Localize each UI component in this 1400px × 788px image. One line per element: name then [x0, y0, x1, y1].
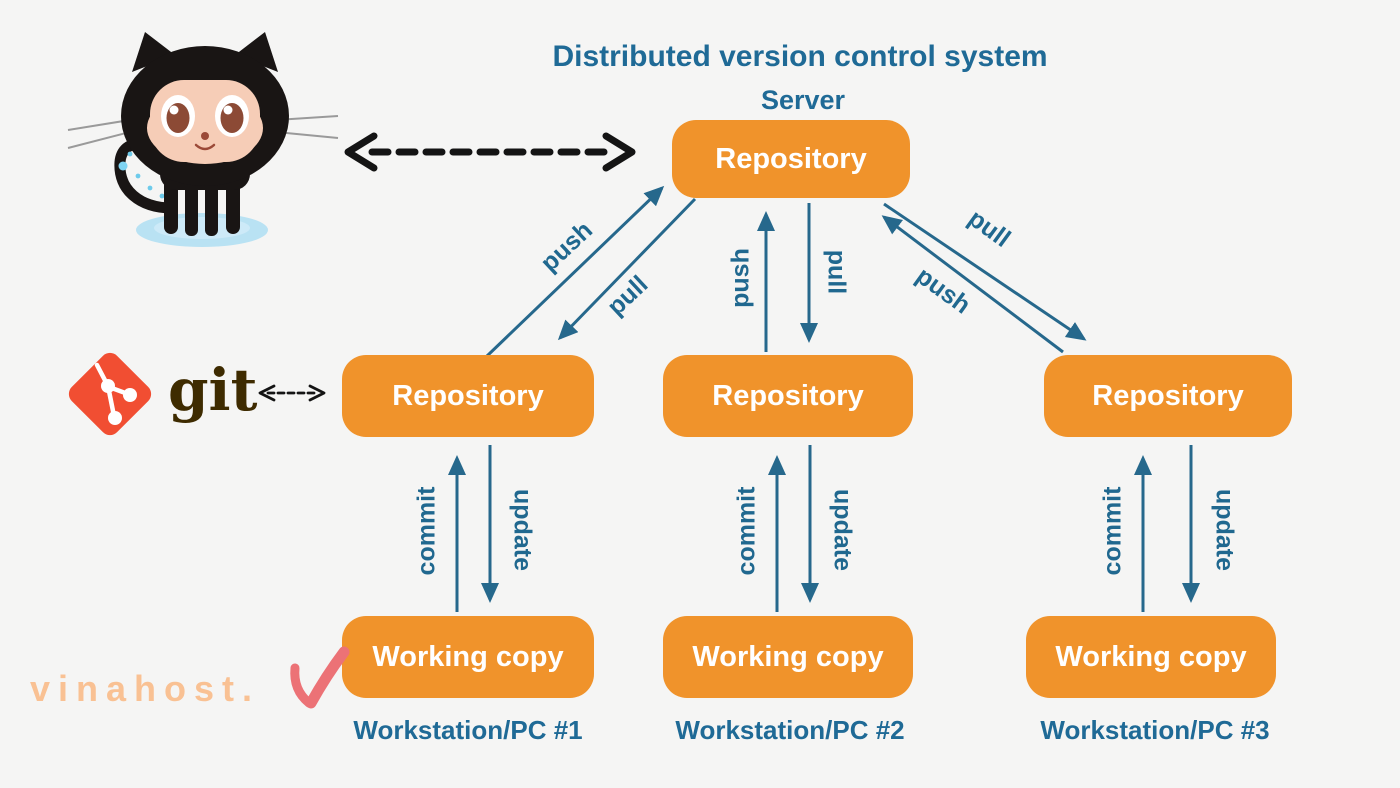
push-label-middle: push	[726, 248, 755, 308]
watermark-text: vinahost.	[30, 668, 261, 709]
commit-label-3: commit	[1098, 486, 1127, 576]
diagram-title: Distributed version control system	[552, 40, 1048, 73]
server-label: Server	[760, 85, 846, 115]
commit-label-2: commit	[732, 486, 761, 576]
server-repository-box: Repository	[672, 120, 910, 198]
workstation-label-2: Workstation/PC #2	[675, 715, 905, 745]
update-label-1: update	[508, 489, 537, 571]
update-label-2: update	[828, 489, 857, 571]
pull-label-middle: pull	[822, 249, 851, 295]
pull-arrow-right	[883, 202, 1087, 341]
workstation-label-3: Workstation/PC #3	[1040, 715, 1270, 745]
git-repo-dashed-arrow	[258, 384, 326, 402]
workstation-label-1: Workstation/PC #1	[353, 715, 583, 745]
push-arrow-left	[485, 185, 665, 358]
pull-arrow-left	[557, 197, 697, 341]
repository-box-1: Repository	[342, 355, 594, 437]
repository-box-2: Repository	[663, 355, 913, 437]
github-server-dashed-arrow	[344, 132, 636, 172]
working-copy-box-1: Working copy	[342, 616, 594, 698]
repository-box-3: Repository	[1044, 355, 1292, 437]
commit-label-1: commit	[412, 486, 441, 576]
update-label-3: update	[1210, 489, 1239, 571]
push-arrow-right	[881, 215, 1064, 354]
git-wordmark: git	[168, 356, 258, 424]
working-copy-box-3: Working copy	[1026, 616, 1276, 698]
working-copy-box-2: Working copy	[663, 616, 913, 698]
